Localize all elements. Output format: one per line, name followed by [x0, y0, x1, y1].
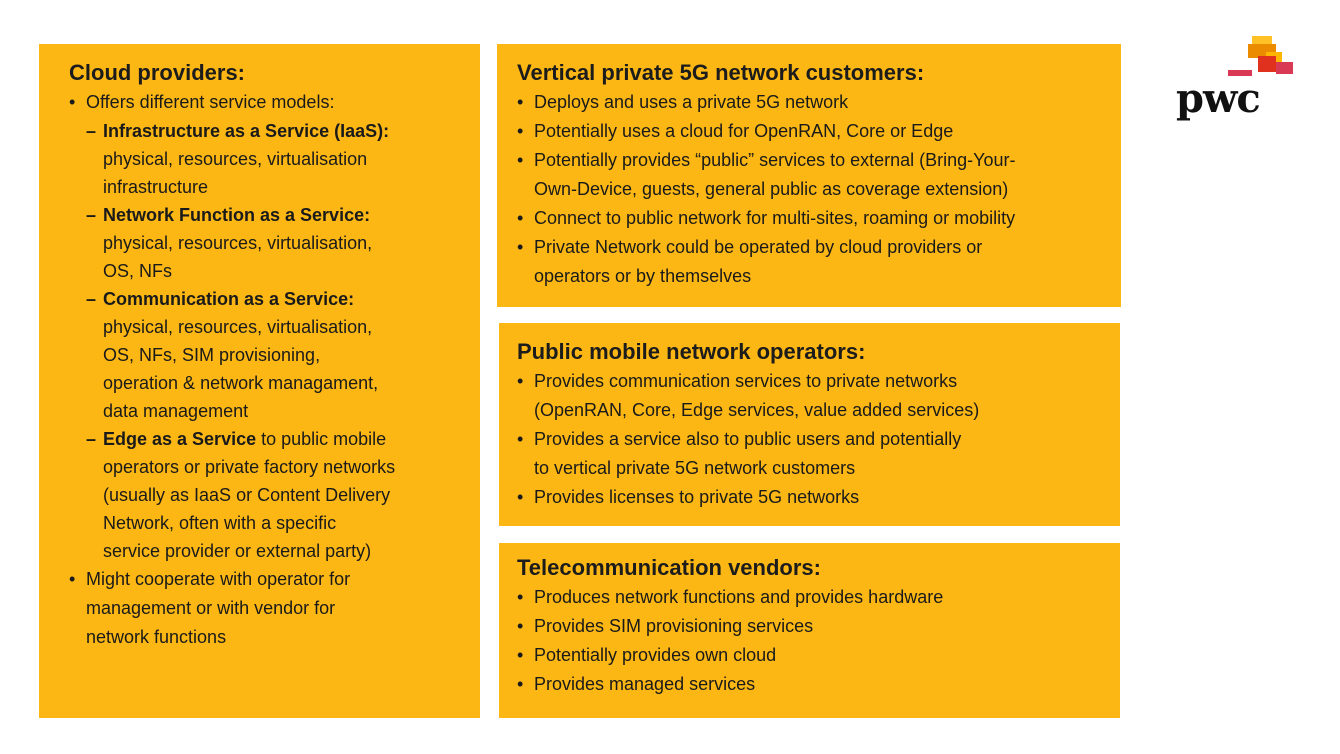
bullet: • [517, 150, 524, 170]
list-item: • Produces network functions and provide… [517, 583, 1120, 612]
service-model-title: Communication as a Service: [103, 289, 355, 309]
bullet: • [517, 92, 524, 112]
service-model-line: OS, NFs, SIM provisioning, [103, 345, 321, 365]
telecom-vendors-heading: Telecommunication vendors: [517, 555, 821, 580]
service-model-line: physical, resources, virtualisation, [103, 233, 373, 253]
bullet-line: Provides managed services [534, 674, 756, 694]
service-model-title: Edge as a Service [103, 429, 257, 449]
list-item: • Provides licenses to private 5G networ… [517, 483, 1120, 512]
bullet-line: Own-Device, guests, general public as co… [534, 179, 1009, 199]
cloud-providers-panel: Cloud providers: • Offers different serv… [39, 44, 480, 718]
bullet-line: Might cooperate with operator for [86, 569, 351, 589]
bullet-line: Provides licenses to private 5G networks [534, 487, 860, 507]
bullet-line: Produces network functions and provides … [534, 587, 944, 607]
bullet: • [69, 569, 76, 589]
service-model-line: Network, often with a specific [103, 513, 337, 533]
service-model-line: operation & network managament, [103, 373, 379, 393]
service-model-line: operators or private factory networks [103, 457, 396, 477]
list-item: • Provides a service also to public user… [517, 425, 1120, 483]
service-model-line: service provider or external party) [103, 541, 372, 561]
bullet: • [517, 487, 524, 507]
cloud-providers-heading: Cloud providers: [69, 60, 246, 85]
service-model-line: (usually as IaaS or Content Delivery [103, 485, 391, 505]
pwc-wordmark: pwc [1176, 75, 1261, 122]
service-model-edge: – Edge as a Service to public mobile ope… [86, 425, 480, 565]
vertical-customers-heading: Vertical private 5G network customers: [517, 60, 925, 85]
public-operators-heading: Public mobile network operators: [517, 339, 866, 364]
list-item: • Potentially provides own cloud [517, 641, 1120, 670]
public-operators-list: • Provides communication services to pri… [517, 367, 1120, 512]
service-model-title-rest: to public mobile [256, 429, 387, 449]
bullet: • [517, 237, 524, 257]
bullet-line: Provides SIM provisioning services [534, 616, 814, 636]
dash: – [86, 429, 97, 449]
pwc-logo: pwc [1176, 36, 1296, 128]
bullet-line: Private Network could be operated by clo… [534, 237, 983, 257]
public-operators-panel: Public mobile network operators: • Provi… [499, 323, 1120, 526]
bullet: • [517, 208, 524, 228]
service-model-title: Network Function as a Service: [103, 205, 371, 225]
service-model-line: physical, resources, virtualisation, [103, 317, 373, 337]
dash: – [86, 205, 97, 225]
vertical-customers-panel: Vertical private 5G network customers: •… [497, 44, 1121, 307]
list-item: • Provides managed services [517, 670, 1120, 699]
dash: – [86, 121, 97, 141]
list-item: • Deploys and uses a private 5G network [517, 88, 1121, 117]
bullet-line: management or with vendor for [86, 598, 336, 618]
bullet: • [517, 371, 524, 391]
service-model-line: OS, NFs [103, 261, 173, 281]
service-model-caas: – Communication as a Service: physical, … [86, 285, 480, 425]
list-item: • Private Network could be operated by c… [517, 233, 1121, 291]
service-model-title-line: Edge as a Service to public mobile [103, 425, 480, 453]
bullet-line: Connect to public network for multi-site… [534, 208, 1016, 228]
bullet: • [517, 616, 524, 636]
cloud-intro-text: Offers different service models: [86, 92, 335, 112]
telecom-vendors-panel: Telecommunication vendors: • Produces ne… [499, 543, 1120, 718]
list-item: • Connect to public network for multi-si… [517, 204, 1121, 233]
cloud-cooperate-item: • Might cooperate with operator for mana… [69, 565, 480, 652]
bullet-line: Deploys and uses a private 5G network [534, 92, 849, 112]
telecom-vendors-list: • Produces network functions and provide… [517, 583, 1120, 699]
bullet-line: Potentially provides own cloud [534, 645, 777, 665]
dash: – [86, 289, 97, 309]
bullet-line: (OpenRAN, Core, Edge services, value add… [534, 400, 980, 420]
service-model-nfaas: – Network Function as a Service: physica… [86, 201, 480, 285]
cloud-intro-item: • Offers different service models: [69, 88, 480, 117]
bullet: • [517, 674, 524, 694]
service-model-title: Infrastructure as a Service (IaaS): [103, 121, 390, 141]
bullet-line: to vertical private 5G network customers [534, 458, 856, 478]
vertical-customers-list: • Deploys and uses a private 5G network … [517, 88, 1121, 291]
list-item: • Provides SIM provisioning services [517, 612, 1120, 641]
bullet: • [517, 587, 524, 607]
cloud-providers-list-end: • Might cooperate with operator for mana… [69, 565, 480, 652]
list-item: • Potentially uses a cloud for OpenRAN, … [517, 117, 1121, 146]
bullet: • [69, 92, 76, 112]
bullet-line: Provides communication services to priva… [534, 371, 958, 391]
service-model-line: infrastructure [103, 177, 209, 197]
bullet: • [517, 429, 524, 449]
bullet-line: operators or by themselves [534, 266, 752, 286]
list-item: • Potentially provides “public” services… [517, 146, 1121, 204]
cloud-providers-list: • Offers different service models: [69, 88, 480, 117]
service-model-line: physical, resources, virtualisation [103, 149, 368, 169]
bullet: • [517, 121, 524, 141]
list-item: • Provides communication services to pri… [517, 367, 1120, 425]
bullet: • [517, 645, 524, 665]
bullet-line: Provides a service also to public users … [534, 429, 962, 449]
bullet-line: Potentially provides “public” services t… [534, 150, 1016, 170]
service-model-line: data management [103, 401, 249, 421]
service-models-list: – Infrastructure as a Service (IaaS): ph… [69, 117, 480, 565]
bullet-line: Potentially uses a cloud for OpenRAN, Co… [534, 121, 954, 141]
service-model-iaas: – Infrastructure as a Service (IaaS): ph… [86, 117, 480, 201]
bullet-line: network functions [86, 627, 227, 647]
